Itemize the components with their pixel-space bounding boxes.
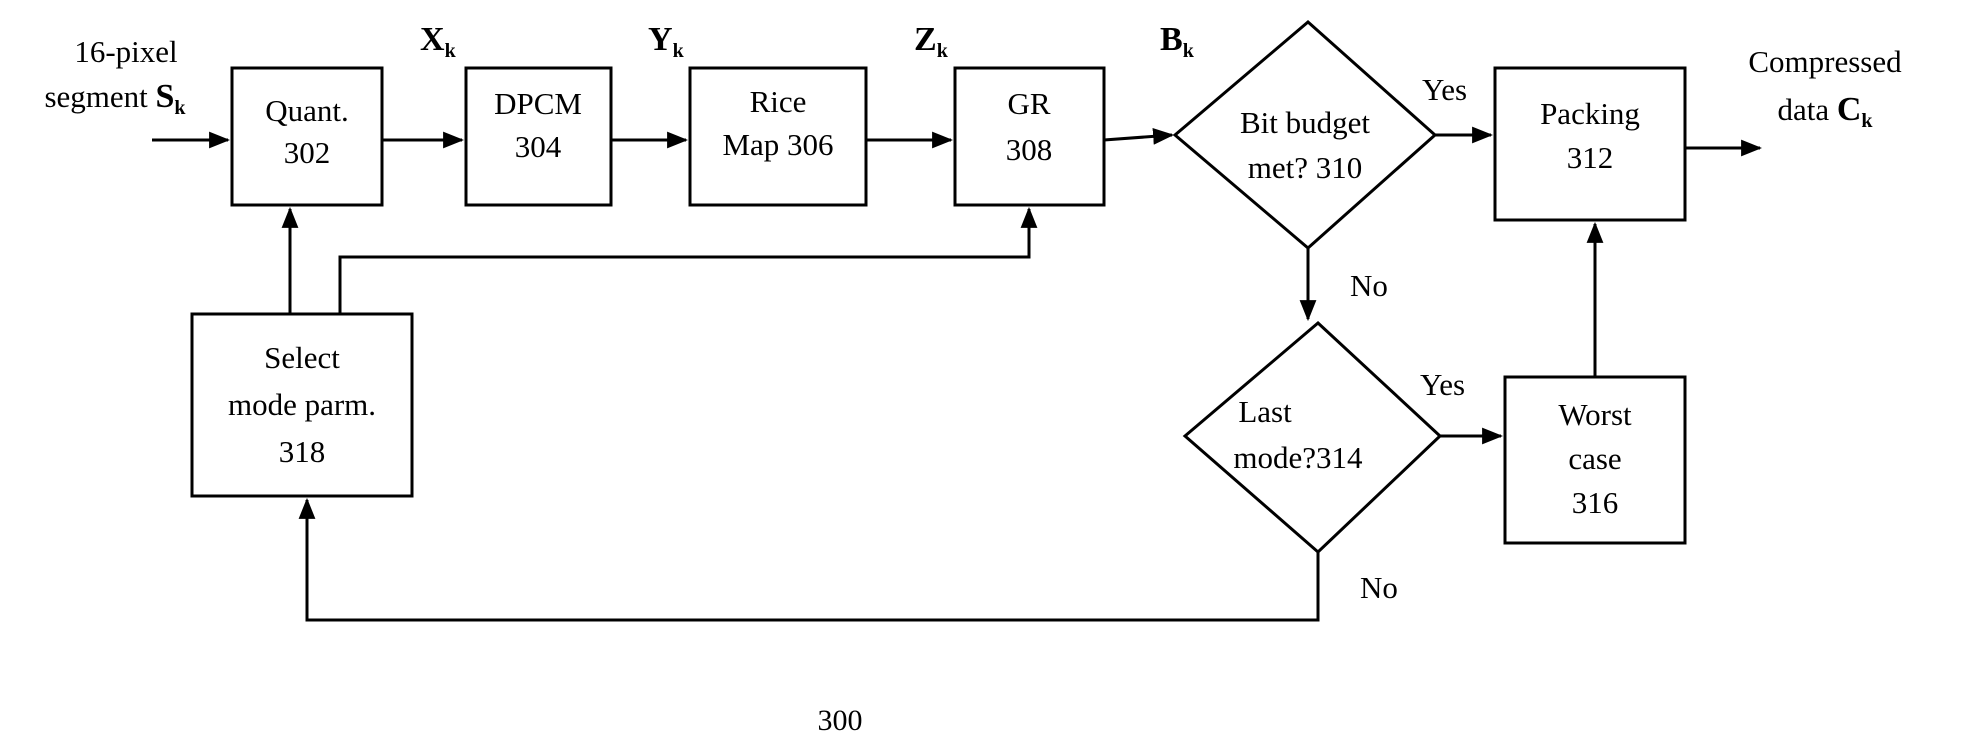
label-last-no: No — [1360, 570, 1398, 605]
block-gr: GR 308 — [955, 68, 1104, 205]
block-quant: Quant. 302 — [232, 68, 382, 205]
label-budget-no: No — [1350, 268, 1388, 303]
svg-text:318: 318 — [279, 434, 326, 469]
output-line2: data Ck — [1777, 91, 1873, 132]
svg-text:met? 310: met? 310 — [1248, 150, 1363, 185]
arrow-select-to-gr — [340, 209, 1029, 314]
block-worst-case: Worst case 316 — [1505, 377, 1685, 543]
input-line2: segment Sk — [44, 78, 186, 119]
block-select-mode: Select mode parm. 318 — [192, 314, 412, 496]
svg-text:case: case — [1568, 441, 1621, 476]
input-line1: 16-pixel — [74, 34, 177, 69]
svg-text:mode?314: mode?314 — [1233, 440, 1363, 475]
svg-text:Packing: Packing — [1540, 96, 1640, 131]
decision-bit-budget: Bit budget met? 310 — [1175, 22, 1435, 248]
figure-number: 300 — [818, 704, 863, 737]
arrow-gr-to-budget — [1104, 135, 1172, 140]
signal-xk: Xk — [420, 21, 457, 62]
signal-yk: Yk — [648, 21, 685, 62]
svg-text:Bit budget: Bit budget — [1240, 105, 1370, 140]
svg-text:Select: Select — [264, 340, 340, 375]
output-line1: Compressed — [1748, 44, 1902, 79]
svg-text:Map 306: Map 306 — [722, 127, 833, 162]
svg-text:308: 308 — [1006, 132, 1053, 167]
svg-text:304: 304 — [515, 129, 562, 164]
block-packing: Packing 312 — [1495, 68, 1685, 220]
signal-bk: Bk — [1160, 21, 1195, 62]
signal-zk: Zk — [914, 21, 949, 62]
svg-text:Rice: Rice — [750, 84, 807, 119]
label-last-yes: Yes — [1420, 367, 1465, 402]
svg-text:Quant.: Quant. — [265, 93, 349, 128]
output-label: Compressed data Ck — [1748, 44, 1902, 132]
label-budget-yes: Yes — [1422, 72, 1467, 107]
svg-text:DPCM: DPCM — [494, 86, 582, 121]
svg-text:mode parm.: mode parm. — [228, 387, 376, 422]
svg-text:Worst: Worst — [1558, 397, 1632, 432]
block-dpcm: DPCM 304 — [466, 68, 611, 205]
svg-text:302: 302 — [284, 135, 331, 170]
block-rice-map: Rice Map 306 — [690, 68, 866, 205]
svg-text:GR: GR — [1007, 86, 1050, 121]
svg-text:Last: Last — [1238, 394, 1292, 429]
decision-last-mode: Last mode?314 — [1185, 323, 1440, 552]
svg-text:316: 316 — [1572, 485, 1619, 520]
arrow-last-no-to-select — [307, 500, 1318, 620]
svg-text:312: 312 — [1567, 140, 1614, 175]
input-label: 16-pixel segment Sk — [44, 34, 186, 119]
